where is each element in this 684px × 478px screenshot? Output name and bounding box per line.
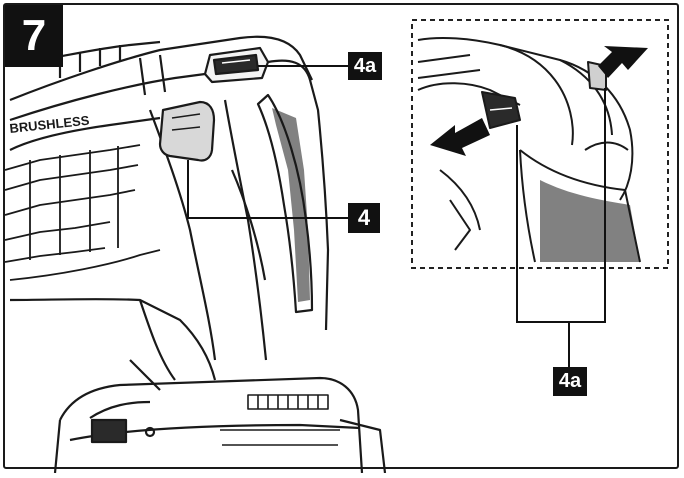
inset-grip-left: [519, 149, 536, 263]
battery-left: [53, 419, 62, 474]
handle-inner-edge: [223, 99, 268, 361]
inset-trigger-edge: [449, 199, 471, 251]
detail-inset: [411, 19, 669, 367]
battery-ribs: [220, 429, 340, 446]
leader-bracket: [516, 88, 606, 323]
inset-grip-top: [519, 149, 641, 263]
inset-cap-curve: [584, 141, 629, 151]
trigger-detail: [171, 113, 201, 131]
trigger: [158, 100, 216, 162]
motor-housing-top-edge: [9, 35, 313, 102]
handle-base: [129, 359, 161, 391]
battery-slot: [89, 400, 151, 419]
figure-frame: [3, 3, 679, 469]
callout-4a-bottom: 4a: [553, 367, 587, 396]
front-vents: [4, 144, 161, 281]
battery-vent-row: [247, 394, 329, 410]
inset-body-edge: [439, 169, 481, 231]
lower-body-edge: [9, 298, 217, 381]
inset-switch-lock-highlight: [489, 107, 513, 111]
push-arrow-left: [430, 118, 490, 156]
callout-4: 4: [348, 203, 380, 233]
leader-4: [187, 160, 348, 219]
inset-cap-edge: [559, 59, 613, 136]
inset-switch-lock-left: [481, 91, 521, 129]
battery-top: [59, 376, 364, 474]
push-arrow-right: [598, 46, 648, 78]
lower-body-contour: [138, 299, 176, 381]
motor-housing-inner-edge: [9, 72, 206, 122]
battery-release: [90, 418, 128, 444]
inset-ribs: [417, 54, 481, 79]
motor-ribs: [58, 45, 122, 78]
battery-indicator: [144, 426, 156, 438]
switch-lock-highlight: [221, 59, 251, 64]
leader-lines: [187, 65, 348, 219]
figure-number: 7: [5, 5, 63, 67]
grip-contour: [230, 169, 267, 281]
inset-cap: [499, 44, 574, 146]
inset-grip-texture: [540, 180, 640, 262]
battery-foot: [339, 418, 387, 474]
body-lower-edge: [9, 116, 161, 151]
motor-band: [138, 54, 167, 96]
grip-texture: [272, 108, 310, 302]
inset-band: [417, 82, 521, 106]
callout-4a-top: 4a: [348, 52, 382, 80]
rear-housing-outline: [267, 59, 330, 331]
